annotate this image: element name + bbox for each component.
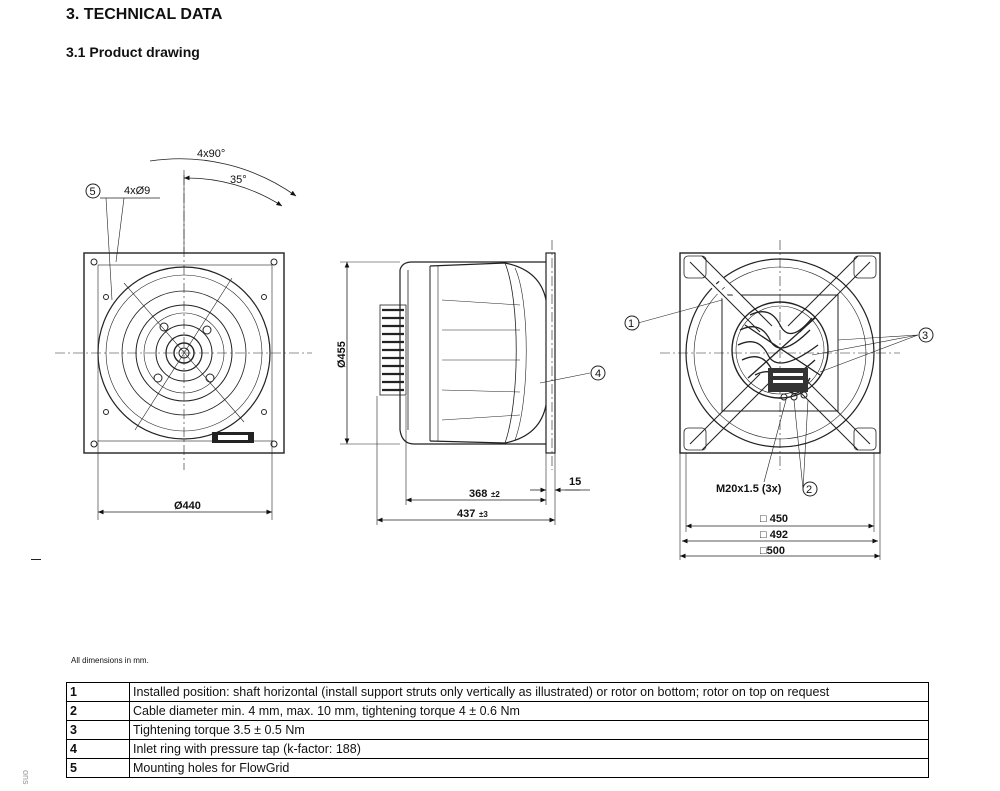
- front-diameter-label: Ø440: [174, 500, 201, 512]
- side-overall-tol: ±3: [479, 510, 488, 519]
- legend-number: 1: [66, 682, 130, 702]
- legend-text: Installed position: shaft horizontal (in…: [129, 682, 929, 702]
- legend-number: 5: [66, 758, 130, 778]
- rear-square-492: □ 492: [760, 529, 788, 541]
- legend-text: Mounting holes for FlowGrid: [129, 758, 929, 778]
- side-depth-tol: ±2: [491, 490, 500, 499]
- side-callout-4: 4: [595, 368, 601, 380]
- section-title: 3. TECHNICAL DATA: [66, 6, 223, 23]
- legend-text: Inlet ring with pressure tap (k-factor: …: [129, 739, 929, 759]
- legend-text: Cable diameter min. 4 mm, max. 10 mm, ti…: [129, 701, 929, 721]
- side-flange-label: 15: [569, 476, 581, 488]
- rear-callout-3: 3: [922, 330, 928, 342]
- margin-mark: [31, 559, 41, 560]
- section-subtitle: 3.1 Product drawing: [66, 44, 200, 60]
- rear-view: [624, 240, 934, 560]
- product-drawing: 4x90° 35° 4xØ9 5 Ø440: [55, 148, 934, 560]
- side-overall-label: 437: [457, 508, 475, 520]
- dimensions-note: All dimensions in mm.: [71, 656, 149, 665]
- legend-number: 2: [66, 701, 130, 721]
- side-depth-label: 368: [469, 488, 487, 500]
- rear-square-500: □500: [760, 545, 785, 557]
- rear-square-450: □ 450: [760, 513, 788, 525]
- rear-callout-1: 1: [628, 318, 634, 330]
- side-view: [340, 240, 606, 525]
- rear-gland-label: M20x1.5 (3x): [716, 483, 782, 495]
- legend-number: 3: [66, 720, 130, 740]
- front-view: [55, 158, 312, 520]
- front-angle-part: 35°: [230, 174, 247, 186]
- front-angle-total: 4x90°: [197, 148, 225, 160]
- legend-number: 4: [66, 739, 130, 759]
- side-margin-text: ons: [21, 770, 31, 785]
- front-callout-5: 5: [90, 186, 96, 198]
- rear-callout-2: 2: [806, 484, 812, 496]
- legend-text: Tightening torque 3.5 ± 0.5 Nm: [129, 720, 929, 740]
- front-holes-label: 4xØ9: [124, 185, 150, 197]
- side-height-label: Ø455: [336, 341, 348, 368]
